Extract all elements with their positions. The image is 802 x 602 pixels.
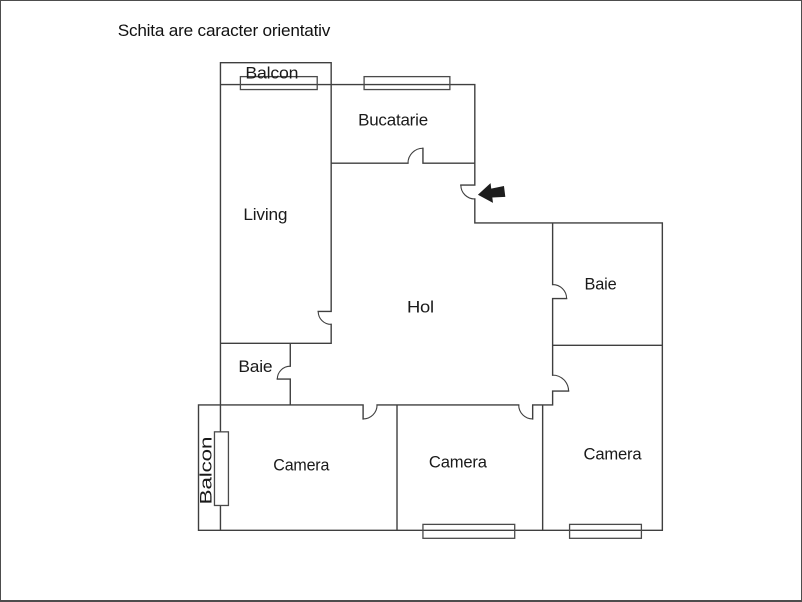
room-label-baie-left: Baie	[238, 357, 272, 376]
room-label-camera-middle: Camera	[429, 453, 488, 472]
entrance-arrow-icon	[477, 183, 506, 203]
room-label-hol: Hol	[407, 297, 434, 316]
room-label-camera-left: Camera	[273, 456, 330, 475]
window-bucatarie	[363, 75, 451, 91]
room-label-balcon-left: Balcon	[196, 437, 215, 505]
room-label-camera-right: Camera	[584, 445, 643, 464]
window-camera-middle	[422, 523, 516, 539]
window-balcon-left	[213, 431, 230, 507]
door-arcs	[276, 147, 570, 420]
room-label-bucatarie: Bucatarie	[358, 110, 428, 129]
room-label-balcon-top: Balcon	[245, 64, 298, 83]
disclaimer-title: Schita are caracter orientativ	[118, 21, 331, 40]
walls	[197, 61, 664, 532]
window-balcon-top	[239, 75, 318, 91]
room-label-living: Living	[243, 205, 287, 224]
window-camera-right	[568, 523, 643, 539]
room-label-baie-right: Baie	[585, 275, 617, 294]
